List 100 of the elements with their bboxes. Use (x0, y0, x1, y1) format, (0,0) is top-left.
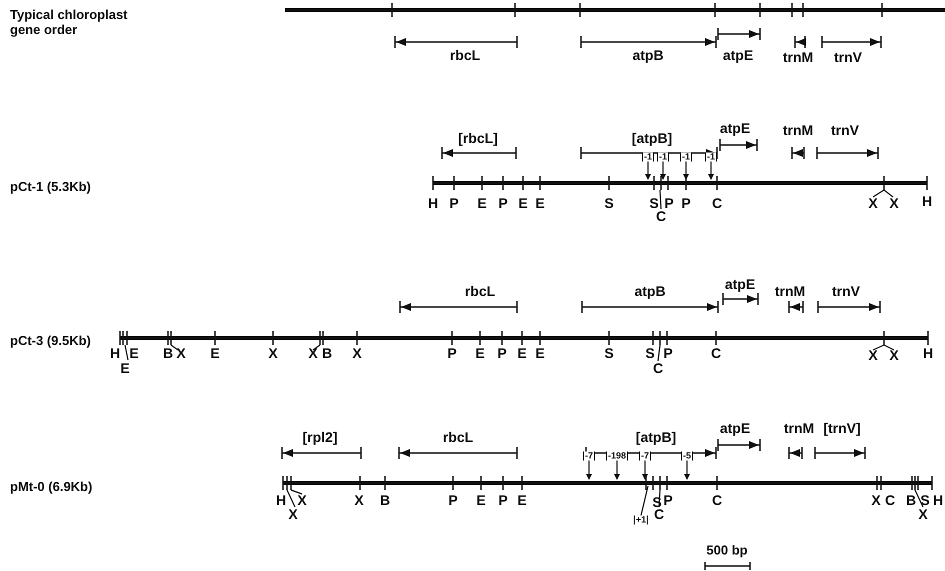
arrow (614, 460, 620, 480)
restriction-site-label: E (477, 196, 487, 210)
position-marker: -7 (583, 452, 595, 460)
restriction-site-label: B (906, 493, 916, 507)
restriction-site-label: P (663, 346, 673, 360)
restriction-site-label: X (889, 196, 899, 210)
gene-label: trnM (774, 284, 806, 298)
restriction-site-label: X (871, 493, 881, 507)
position-marker: -198 (606, 452, 628, 460)
restriction-site-label: X (308, 346, 318, 360)
restriction-site-label: P (498, 493, 508, 507)
position-marker: -7 (639, 452, 651, 460)
gene-label: rbcL (442, 430, 474, 444)
arrow (645, 162, 651, 180)
position-marker: -1 (657, 152, 669, 162)
gene-label: [rpl2] (302, 430, 338, 444)
position-marker: -5 (681, 452, 693, 460)
arrow (642, 460, 648, 480)
restriction-site-label: P (497, 346, 507, 360)
restriction-site-label: S (649, 196, 659, 210)
restriction-site-label: E (129, 346, 139, 360)
restriction-site-label: X (889, 348, 899, 362)
arrow (684, 460, 690, 480)
gene-label: atpB (632, 48, 664, 62)
restriction-site-label: X (268, 346, 278, 360)
restriction-site-label: C (712, 196, 722, 210)
restriction-site-label: H (922, 346, 934, 360)
restriction-site-label: H (110, 346, 120, 360)
restriction-site-label: H (932, 493, 944, 507)
restriction-site-label: H (276, 493, 286, 507)
restriction-site-label: C (710, 346, 722, 360)
scale-label: 500 bp (706, 544, 748, 556)
position-marker: -1 (680, 152, 692, 162)
restriction-site-label: E (535, 196, 545, 210)
arrow (660, 162, 666, 180)
restriction-site-label: E (120, 361, 130, 375)
restriction-site-label: C (656, 209, 666, 223)
gene-label: atpE (724, 277, 756, 291)
restriction-site-label: C (884, 493, 896, 507)
gene-label: atpB (634, 284, 666, 298)
gene-label: atpE (720, 421, 750, 435)
restriction-site-label: S (920, 493, 930, 507)
gene-label: rbcL (464, 284, 496, 298)
position-marker: +1 (634, 516, 648, 524)
gene-label: trnM (784, 421, 814, 435)
restriction-site-label: X (354, 493, 364, 507)
gene-label: rbcL (450, 48, 480, 62)
arrow (708, 162, 714, 180)
track-name: pCt-3 (9.5Kb) (10, 334, 92, 349)
restriction-site-label: X (868, 196, 878, 210)
position-marker: -1 (642, 152, 654, 162)
gene-label: trnV (832, 284, 860, 298)
restriction-site-label: S (604, 196, 614, 210)
restriction-site-label: E (517, 493, 527, 507)
restriction-site-label: S (604, 346, 614, 360)
arrow (683, 162, 689, 180)
restriction-site-label: B (380, 493, 390, 507)
position-marker: -1 (705, 152, 717, 162)
restriction-site-label: X (297, 493, 307, 507)
restriction-site-label: B (162, 346, 174, 360)
gene-label: trnV (831, 123, 859, 137)
gene-label: atpE (722, 48, 754, 62)
restriction-site-label: E (518, 196, 528, 210)
restriction-site-label: P (498, 196, 508, 210)
restriction-site-label: X (176, 346, 186, 360)
gene-label: [trnV] (823, 421, 861, 435)
restriction-site-label: H (922, 194, 932, 208)
gene-label: trnV (834, 50, 862, 64)
restriction-site-label: E (476, 493, 486, 507)
restriction-site-label: P (664, 196, 674, 210)
restriction-site-label: C (654, 507, 664, 521)
restriction-site-label: C (652, 361, 664, 375)
restriction-site-label: X (918, 507, 928, 521)
gene-label: trnM (782, 123, 814, 137)
gene-label: [atpB] (632, 131, 672, 145)
restriction-site-label: E (210, 346, 220, 360)
restriction-site-label: P (663, 493, 673, 507)
restriction-site-label: C (712, 493, 722, 507)
track-name: pMt-0 (6.9Kb) (10, 480, 94, 495)
track-name: Typical chloroplast gene order (10, 8, 129, 38)
restriction-site-label: P (681, 196, 691, 210)
restriction-site-label: E (475, 346, 485, 360)
restriction-site-label: E (535, 346, 545, 360)
gene-label: [rbcL] (458, 131, 498, 145)
gene-label: atpE (720, 121, 750, 135)
restriction-site-label: S (645, 346, 655, 360)
restriction-site-label: P (449, 196, 459, 210)
restriction-site-label: P (447, 346, 457, 360)
restriction-site-label: E (517, 346, 527, 360)
restriction-site-label: B (322, 346, 332, 360)
gene-label: [atpB] (636, 430, 676, 444)
arrow (586, 460, 592, 480)
restriction-site-label: H (428, 196, 438, 210)
restriction-site-label: X (352, 346, 362, 360)
gene-label: trnM (782, 50, 814, 64)
restriction-site-label: X (288, 507, 298, 521)
restriction-site-label: P (448, 493, 458, 507)
restriction-site-label: X (868, 348, 878, 362)
leader-line (640, 486, 649, 516)
track-name: pCt-1 (5.3Kb) (10, 180, 92, 195)
